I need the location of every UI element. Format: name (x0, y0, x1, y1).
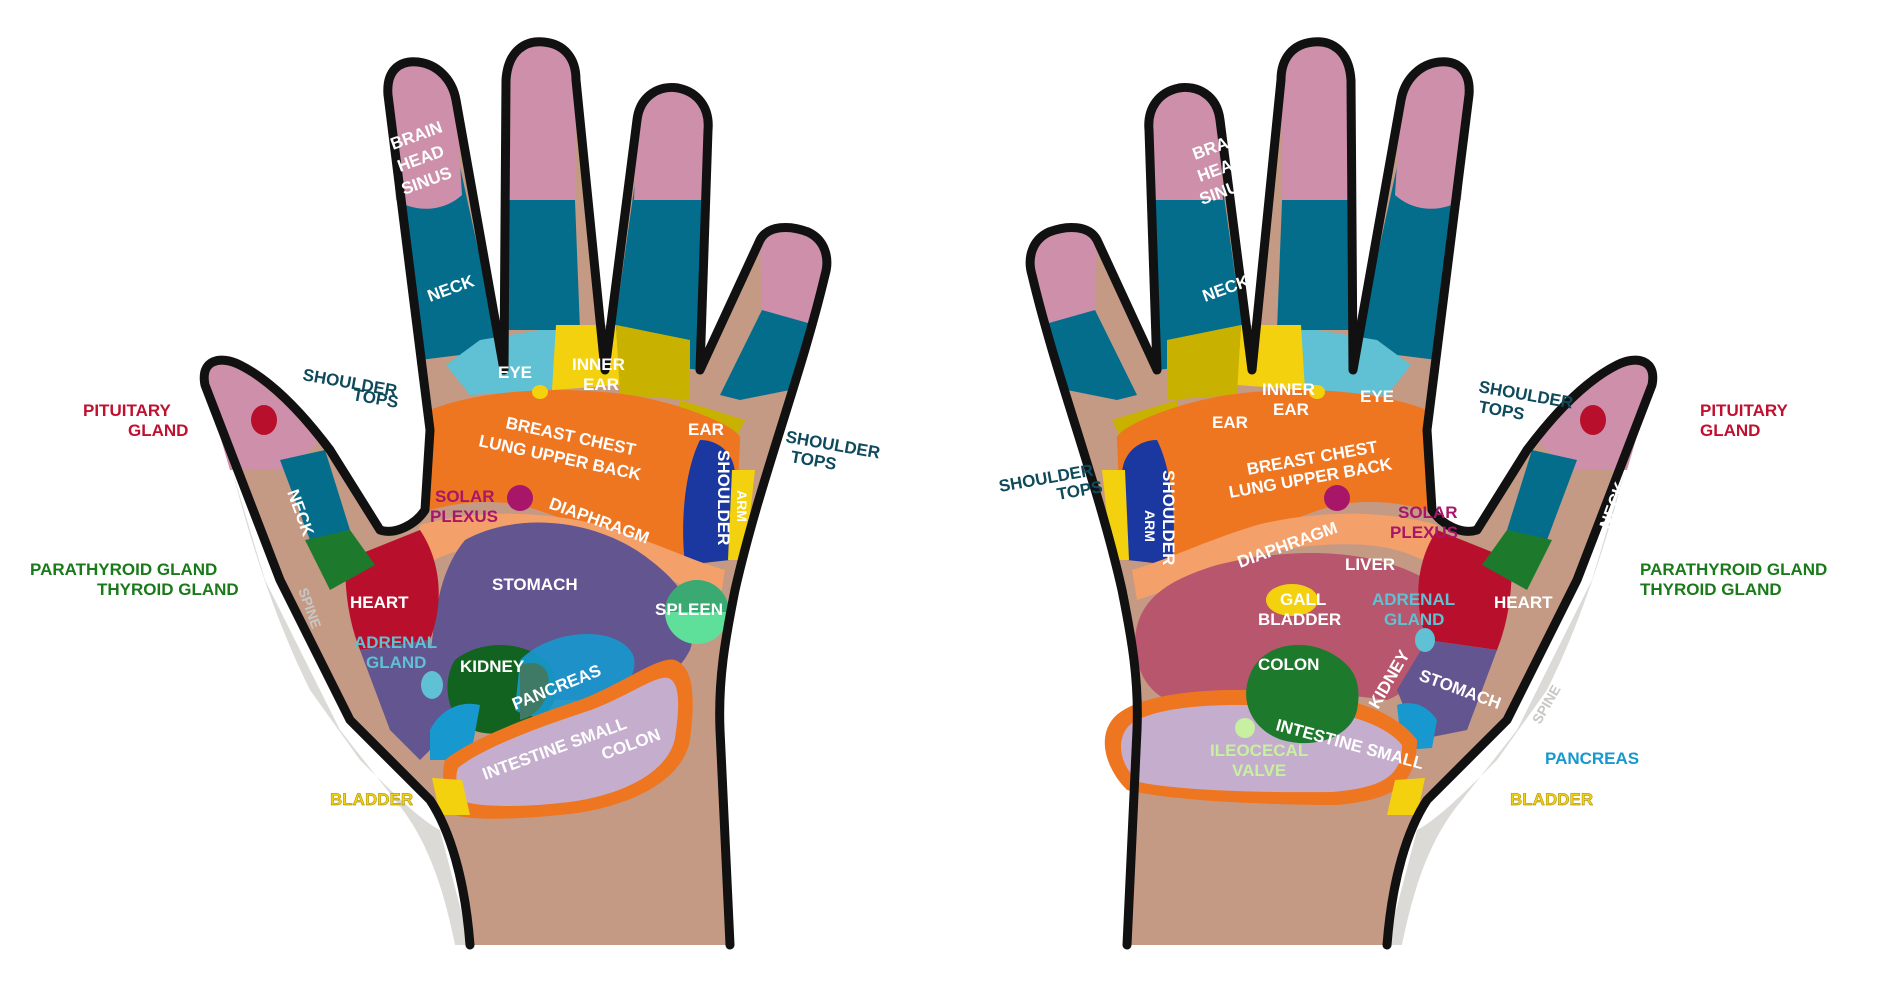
right-liver-zone (1135, 553, 1429, 700)
left-finger4-teal (720, 310, 812, 400)
left-label-ear: EAR (688, 420, 724, 439)
left-lower-purple (360, 640, 440, 760)
right-olive-zone (1167, 325, 1241, 400)
right-label-eye: EYE (1360, 387, 1394, 406)
right-shoulder-zone (1122, 440, 1174, 565)
right-ext-parathyroid: PARATHYROID GLAND (1640, 560, 1827, 579)
right-finger4-teal (1045, 310, 1137, 400)
left-thumb-teal (280, 450, 350, 540)
right-arm-zone (1102, 470, 1129, 560)
left-finger3-teal (610, 175, 704, 370)
left-label-adrenal-1: ADRENAL (354, 633, 437, 652)
right-eye-dot (1309, 385, 1325, 399)
right-label-adrenal-2: GLAND (1384, 610, 1444, 629)
left-label-arm: ARM (734, 490, 750, 522)
right-label-inner-ear-1: INNER (1262, 380, 1315, 399)
right-ext-pituitary-2: GLAND (1700, 421, 1760, 440)
left-label-stomach: STOMACH (492, 575, 578, 594)
left-olive-zone (616, 325, 690, 400)
left-spleen-half (665, 580, 729, 612)
right-label-ileocecal-2: VALVE (1232, 761, 1286, 780)
left-ext-parathyroid: PARATHYROID GLAND (30, 560, 217, 579)
right-pituitary-dot (1580, 405, 1606, 435)
left-label-inner-ear-1: INNER (572, 355, 625, 374)
left-fingertip-2 (506, 41, 576, 201)
left-hand-outline (199, 37, 832, 950)
right-ext-pituitary-1: PITUITARY (1700, 401, 1788, 420)
left-ext-pituitary-1: PITUITARY (83, 401, 171, 420)
left-label-spleen: SPLEEN (655, 600, 723, 619)
left-label-inner-ear-2: EAR (583, 375, 619, 394)
right-ileocecal-dot (1235, 718, 1255, 738)
right-label-liver: LIVER (1345, 555, 1395, 574)
right-finger2-teal (1277, 175, 1349, 330)
left-pituitary-dot (251, 405, 277, 435)
left-label-eye: EYE (498, 363, 532, 382)
left-intestine-zone (456, 677, 679, 806)
right-label-gall-1: GALL (1280, 590, 1326, 609)
left-kidney-overlap (520, 663, 549, 720)
left-finger2-teal (508, 175, 580, 330)
right-fingertip-3 (1148, 87, 1223, 200)
left-label-solar-2: PLEXUS (430, 507, 498, 526)
right-label-ear: EAR (1212, 413, 1248, 432)
left-label-heart: HEART (350, 593, 409, 612)
left-bladder-zone (432, 778, 470, 815)
left-ext-bladder: BLADDER (330, 790, 413, 809)
right-finger3-teal (1153, 175, 1247, 370)
left-shoulder-zone (683, 440, 735, 565)
right-label-heart: HEART (1494, 593, 1553, 612)
right-label-inner-ear-2: EAR (1273, 400, 1309, 419)
right-label-solar-1: SOLAR (1398, 503, 1458, 522)
left-hand: BRAIN HEAD SINUS NECK EYE INNER EAR EAR … (30, 37, 882, 950)
right-ext-pancreas: PANCREAS (1545, 749, 1639, 768)
right-fingertip-2 (1281, 41, 1351, 201)
left-arm-zone (728, 470, 755, 560)
left-adrenal-dot (421, 671, 443, 699)
right-ext-bladder: BLADDER (1510, 790, 1593, 809)
right-bladder-zone (1387, 778, 1425, 815)
left-ext-pituitary-2: GLAND (128, 421, 188, 440)
right-label-shoulder: SHOULDER (1159, 470, 1178, 565)
left-solar-plexus-dot (507, 485, 533, 511)
right-thumb-teal (1507, 450, 1577, 540)
right-hand: BRAIN HEAD SINUS NECK EYE INNER EAR EAR … (997, 37, 1827, 950)
right-thumb-green (1482, 530, 1552, 590)
left-label-adrenal-2: GLAND (366, 653, 426, 672)
right-spine-strip (1387, 470, 1625, 945)
left-label-shoulder: SHOULDER (714, 450, 733, 545)
left-fingertip-4 (760, 227, 827, 325)
right-ext-thyroid: THYROID GLAND (1640, 580, 1782, 599)
right-hand-outline (1025, 37, 1658, 950)
left-label-kidney: KIDNEY (460, 657, 525, 676)
right-label-solar-2: PLEXUS (1390, 523, 1458, 542)
left-label-solar-1: SOLAR (435, 487, 495, 506)
right-label-arm: ARM (1142, 510, 1158, 542)
left-fingertip-1 (387, 61, 462, 209)
right-breast-zone (1116, 390, 1427, 565)
right-label-ileocecal-1: ILEOCECAL (1210, 741, 1308, 760)
right-diaphragm-zone (1132, 513, 1447, 600)
right-label-gall-2: BLADDER (1258, 610, 1341, 629)
right-fingertip-1 (1395, 61, 1470, 209)
right-kidney-zone (1246, 644, 1359, 744)
left-fingertip-3 (634, 87, 709, 200)
left-breast-zone (430, 390, 741, 565)
right-label-adrenal-1: ADRENAL (1372, 590, 1455, 609)
left-ext-thyroid: THYROID GLAND (97, 580, 239, 599)
left-spine-strip (232, 470, 470, 945)
right-adrenal-dot (1415, 628, 1435, 652)
right-solar-plexus-dot (1324, 485, 1350, 511)
left-thumb-green (305, 530, 375, 590)
left-eye-dot (532, 385, 548, 399)
right-gall-bladder-zone (1266, 584, 1318, 616)
right-fingertip-4 (1030, 227, 1097, 325)
right-label-colon: COLON (1258, 655, 1319, 674)
